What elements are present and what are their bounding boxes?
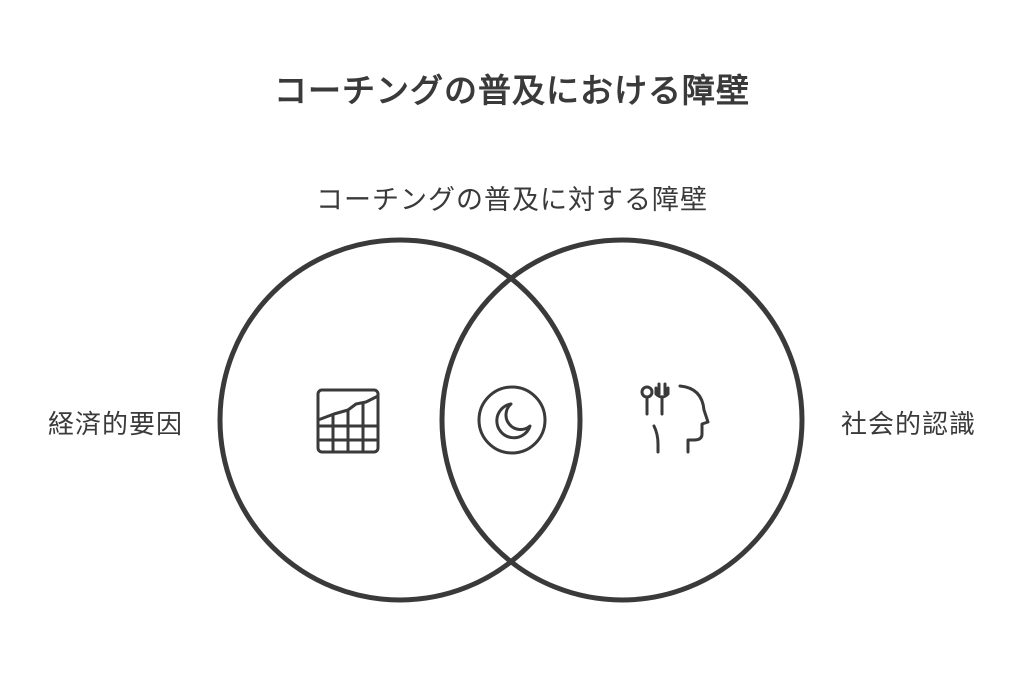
- venn-circle-right: [439, 237, 805, 603]
- moon-icon: [477, 385, 547, 455]
- economic-factors-label: 経済的要因: [48, 410, 184, 440]
- page-title: コーチングの普及における障壁: [274, 71, 750, 110]
- venn-circle-left: [217, 237, 583, 603]
- social-awareness-label: 社会的認識: [840, 410, 976, 440]
- diagram-subtitle: コーチングの普及に対する障壁: [316, 185, 708, 216]
- head-tools-icon: [640, 382, 710, 454]
- chart-icon: [316, 388, 380, 454]
